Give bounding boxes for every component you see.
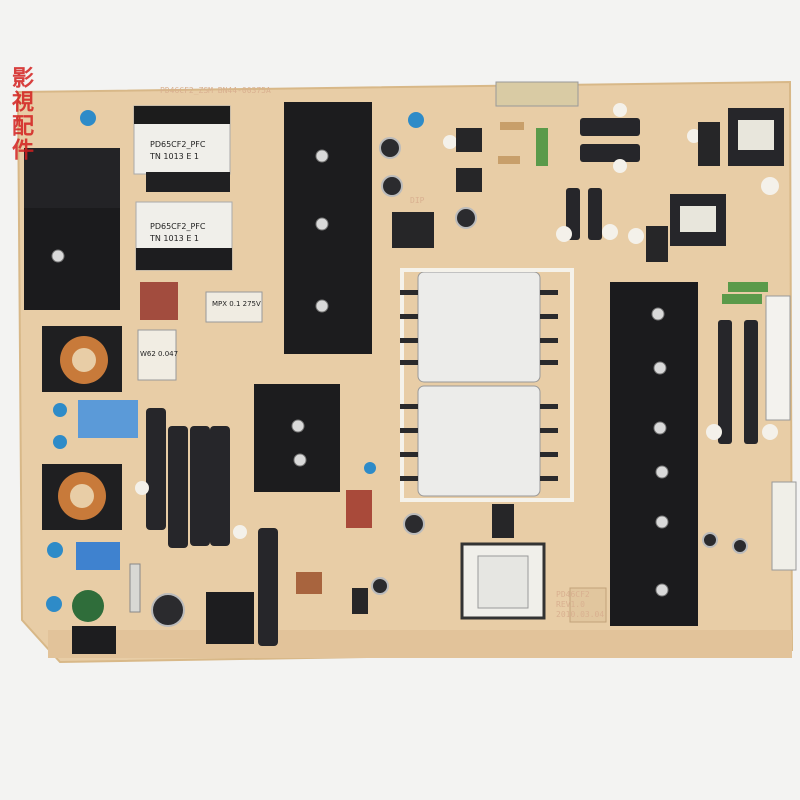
dip-label: DIP [410,196,425,205]
transformer-2-code: TN 1013 E 1 [150,234,200,243]
small-transformer [392,212,434,248]
toroid-choke-top [42,326,122,392]
transformer-1-mark: PD65CF2_PFC [150,140,206,149]
x-capacitor-blue-small [76,542,120,570]
small-electrolytic-caps [151,137,748,627]
film-cap-red-small [346,490,372,528]
x-capacitor-blue [78,400,138,438]
transformer-pins [400,290,558,481]
transformer-1-code: TN 1013 E 1 [150,152,200,161]
heatsink-center-tall [284,102,372,354]
board-code-text: PD46CF2_ZSM BN44-00375A [160,86,271,95]
film-cap-red [140,282,178,320]
electrolytic-capacitors [146,118,758,646]
board-label-area [569,587,607,623]
cap-box-cream [205,291,263,323]
fuse [129,563,141,613]
pcb-edge [48,630,792,658]
cap-box-label: MPX 0.1 275V [212,300,261,308]
varistor-green [72,590,104,622]
resistors [296,122,768,594]
cap-box-cream-2 [137,329,177,381]
heatsink-small-bottom [206,592,254,644]
transformer-2-mark: PD65CF2_PFC [150,222,206,231]
transistors [352,122,720,614]
date-text: 2010.03.04 [556,610,605,619]
main-transformer-bottom [417,385,541,497]
connector-right [771,481,797,571]
main-transformer-top [417,271,541,383]
heatsink-screws [51,149,669,597]
heatsink-center-mid [254,384,340,492]
heatsink-bottom-left [72,626,116,654]
heatsink-right-large [610,282,698,626]
connector-right-top [765,295,791,421]
watermark-text: 影視配件 [8,66,33,162]
connector-top [495,81,579,107]
board-id-text: PD46CF2 [556,590,590,599]
heatsink-left-top-notch [24,148,120,208]
glue-dots [135,103,779,539]
revision-text: REV1.0 [556,600,585,609]
blue-disc-caps [46,110,424,612]
film-cap-label: W62 0.047 [140,350,179,358]
toroid-choke-bottom [42,464,122,530]
